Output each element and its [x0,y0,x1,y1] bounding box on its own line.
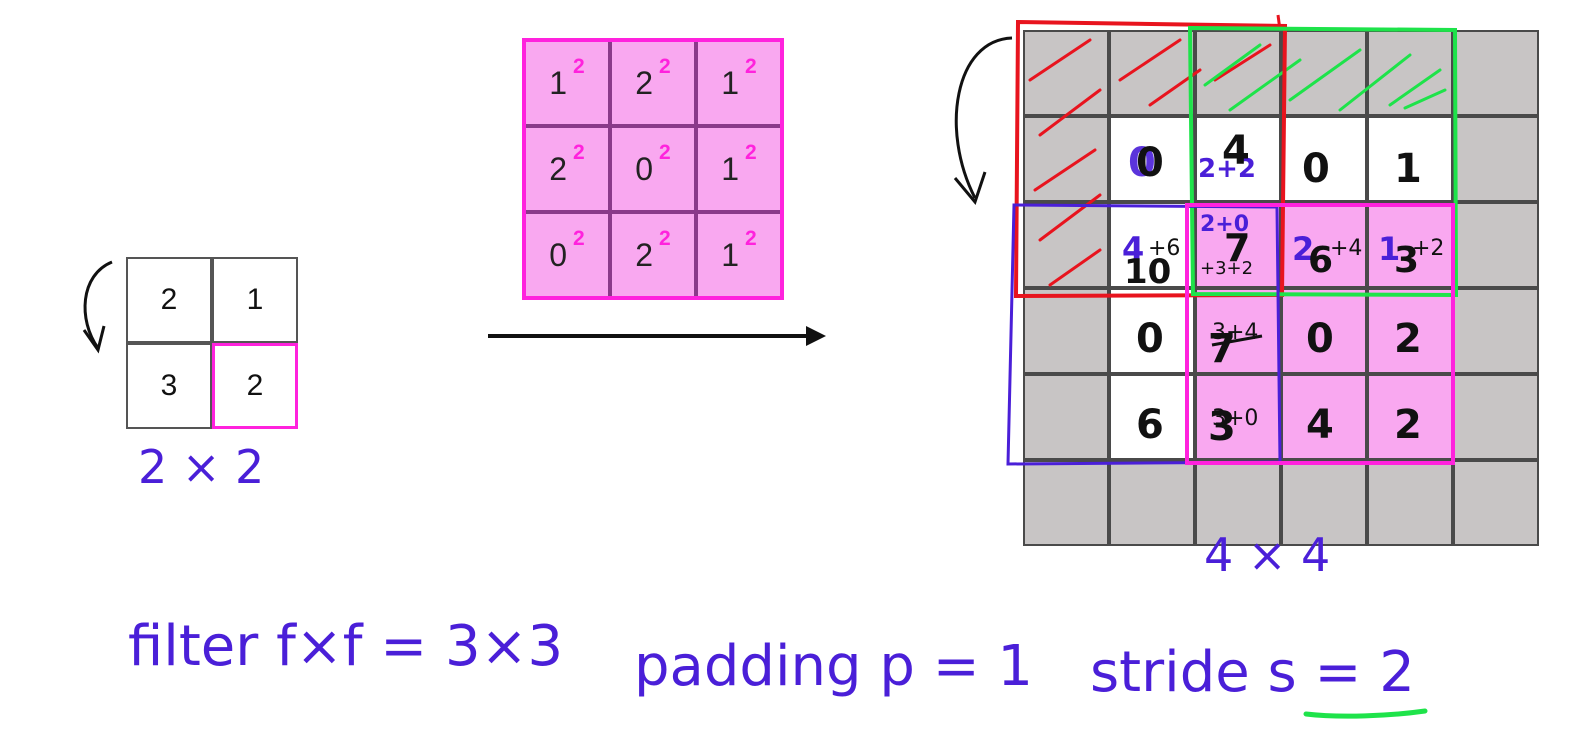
output-cell [1281,288,1367,374]
output-cell [1109,288,1195,374]
input-cell-highlighted: 2 [212,343,298,429]
input-cell: 2 [126,257,212,343]
filter-size-label: filter f×f = 3×3 [128,614,564,679]
padding-label: padding p = 1 [634,634,1034,699]
padding-cell [1281,460,1367,546]
output-value: 3 [1208,404,1236,450]
padding-cell [1023,374,1109,460]
padding-cell [1109,30,1195,116]
partial-sum: 2+2 [1198,154,1256,184]
padding-cell [1453,202,1539,288]
padding-cell [1195,30,1281,116]
overwritten-value: 0 [1128,140,1156,186]
padding-cell [1453,30,1539,116]
padding-cell [1453,374,1539,460]
output-cell [1109,374,1195,460]
padding-cell [1453,116,1539,202]
input-size-label: 2 × 2 [138,440,265,494]
input-cell: 1 [212,257,298,343]
partial-sum: 1 [1378,230,1401,268]
output-cell [1195,202,1281,288]
red-hatch-strokes [1028,38,1272,287]
output-size-label: 4 × 4 [1204,528,1331,582]
output-cell [1195,288,1281,374]
partial-sum: 2+0 [1200,212,1250,237]
output-value: 6 [1136,402,1164,448]
flip-arrow-input-head [82,325,106,354]
output-cell [1281,374,1367,460]
green-hatch-strokes [1203,43,1447,112]
output-value: 0 [1136,140,1164,186]
output-cell [1367,374,1453,460]
output-cell [1281,116,1367,202]
output-cell [1109,116,1195,202]
added-term: +4 [1330,236,1363,261]
output-value: 0 [1306,316,1334,362]
output-value: 1 [1394,146,1422,192]
padding-cell [1453,460,1539,546]
padding-cell [1367,460,1453,546]
padding-cell [1195,460,1281,546]
input-cell: 3 [126,343,212,429]
added-term: 3+0 [1212,406,1259,431]
partial-sum: 4 [1122,230,1145,268]
stride-underline [1303,708,1428,719]
output-cell [1195,116,1281,202]
output-value: 3 [1394,240,1420,281]
padding-cell [1023,202,1109,288]
pink-window-outline [1185,203,1455,465]
added-term: +6 [1148,236,1181,261]
output-cell [1195,374,1281,460]
transpose-arrow-head [806,326,826,346]
padding-cell [1367,30,1453,116]
output-cell [1367,288,1453,374]
output-value: 10 [1124,252,1172,292]
added-term: +2 [1412,236,1445,261]
output-value: 0 [1136,316,1164,362]
stride-label: stride s = 2 [1090,640,1415,705]
overwrite-strokes [1211,334,1263,347]
output-value: 7 [1208,326,1236,372]
flip-arrow-input [83,260,113,349]
output-value: 4 [1306,402,1334,448]
output-cell [1109,202,1195,288]
output-cell [1367,116,1453,202]
partial-sum: 2 [1292,230,1315,268]
flip-arrow-output [954,36,1013,199]
output-value: 7 [1224,226,1251,270]
filter-outline [522,38,784,300]
added-term: 3+4 [1212,320,1259,345]
output-value: 6 [1308,240,1334,281]
output-value: 2 [1394,402,1422,448]
output-value: 2 [1394,316,1422,362]
padding-cell [1453,288,1539,374]
output-value: 4 [1222,128,1250,174]
padding-cell [1023,288,1109,374]
padding-cell [1023,460,1109,546]
padding-cell [1109,460,1195,546]
output-value: 0 [1302,146,1330,192]
added-term: +3+2 [1200,258,1254,279]
flip-arrow-output-head [953,171,987,206]
